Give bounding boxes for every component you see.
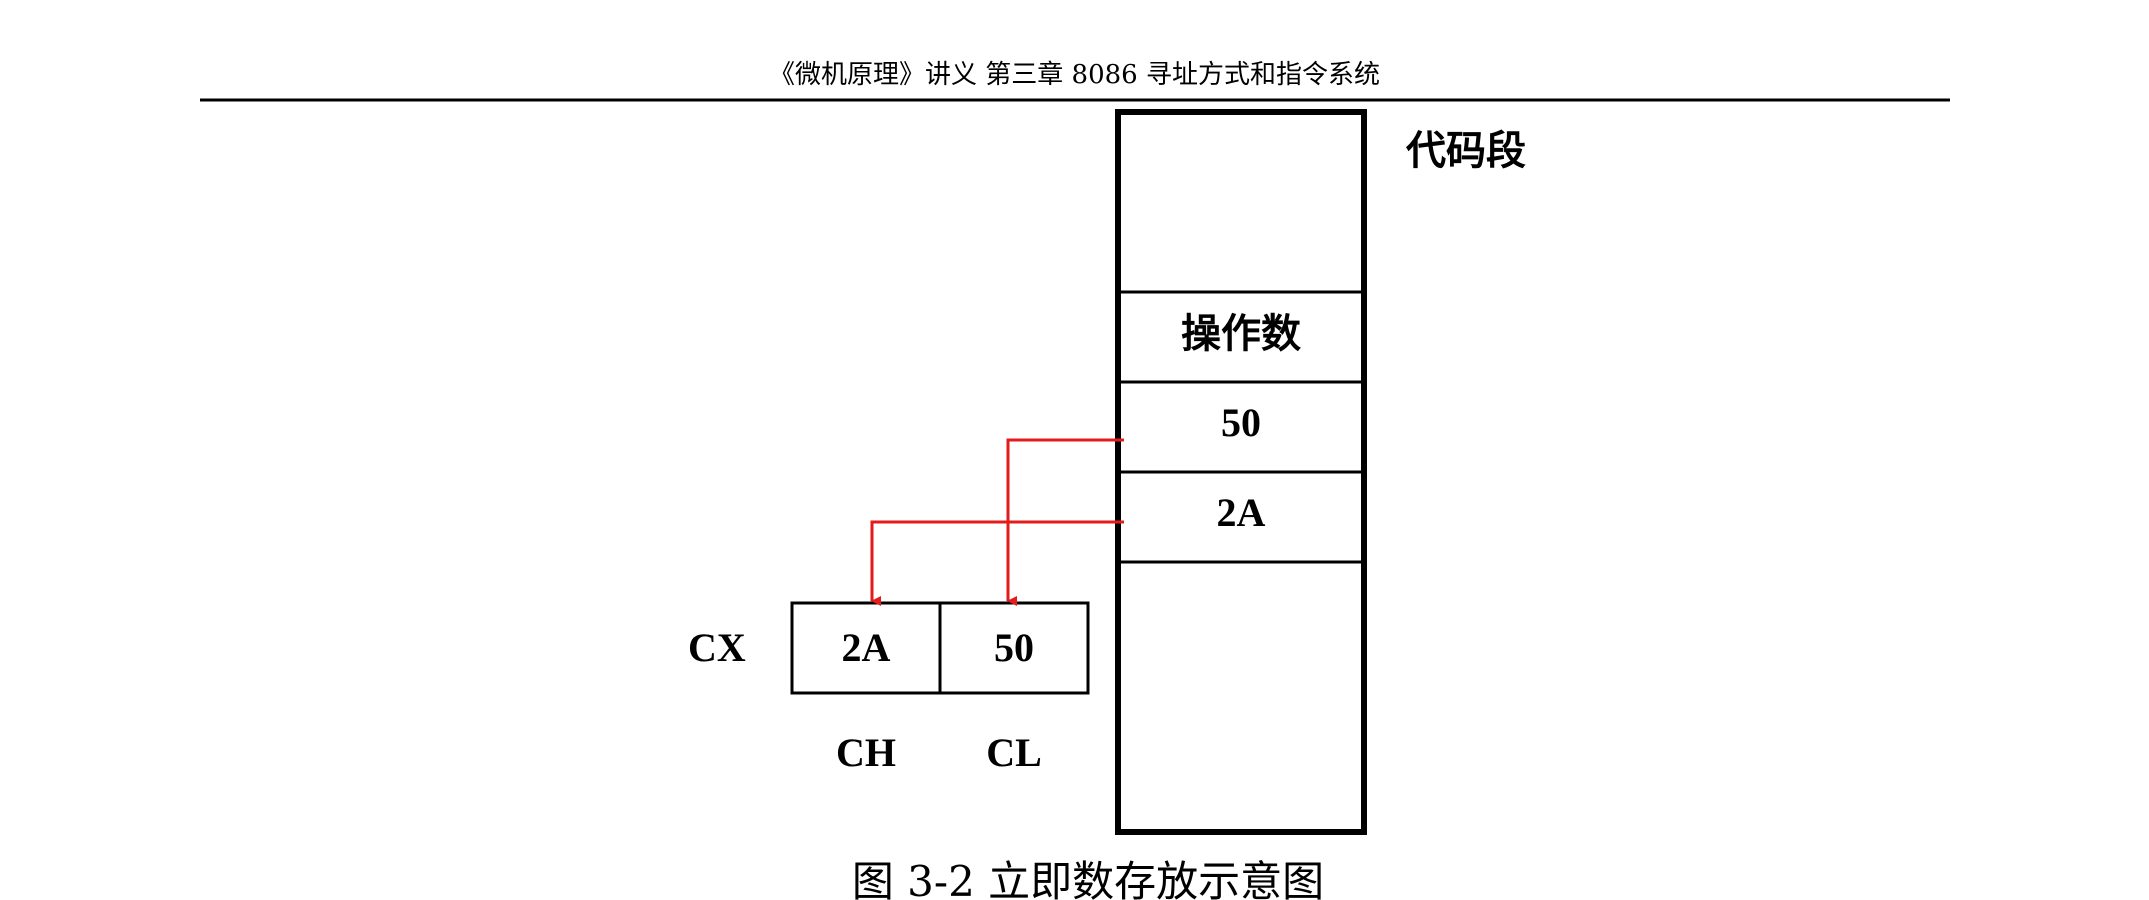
register-ch-label: CH [836,730,896,775]
register-cl-label: CL [986,730,1042,775]
arrow-low-byte-to-cl [1006,438,1124,606]
code-segment-label: 代码段 [1405,128,1526,173]
memory-cell-low-byte: 50 [1221,400,1261,445]
page-header: 《微机原理》讲义 第三章 8086 寻址方式和指令系统 [769,60,1380,90]
register-name: CX [688,625,746,670]
arrow-high-byte-to-ch [870,520,1124,606]
memory-cell-opcode: 操作数 [1181,311,1301,356]
memory-cell-high-byte: 2A [1217,490,1266,535]
register-cl-value: 50 [994,625,1034,670]
figure-caption: 图 3-2 立即数存放示意图 [852,857,1324,900]
register-ch-value: 2A [842,625,891,670]
